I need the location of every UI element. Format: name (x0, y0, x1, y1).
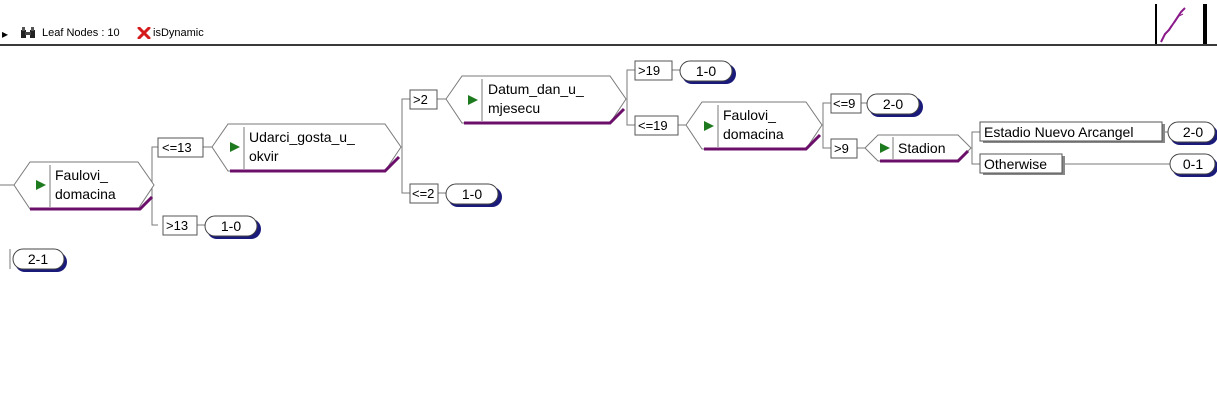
leaf-1-0[interactable]: 1-0 (204, 215, 261, 239)
tree-connectors (0, 69, 1170, 269)
red-x-icon[interactable] (137, 26, 151, 42)
leaf-text: 2-0 (1183, 124, 1203, 140)
leaf-nodes-label: Leaf Nodes : 10 (42, 27, 120, 39)
condition-text: <=13 (162, 140, 192, 155)
condition-text: >2 (413, 92, 428, 107)
leaf-1-0[interactable]: 1-0 (679, 60, 736, 84)
condition-le2: <=2 (409, 183, 439, 204)
branch-text: Estadio Nuevo Arcangel (984, 124, 1133, 140)
leaf-text: 2-1 (28, 251, 48, 267)
condition-text: <=9 (833, 96, 855, 111)
condition-text: >13 (166, 218, 188, 233)
leaf-text: 0-1 (1183, 156, 1203, 172)
leaf-text: 1-0 (696, 63, 716, 79)
decision-tree-canvas: Faulovi_ domacina <=13 >13 1-0 Udarci_go… (0, 47, 1217, 414)
binoculars-icon[interactable] (20, 27, 36, 42)
node-label-line2: okvir (249, 148, 279, 164)
toolbar: ▸ Leaf Nodes : 10 isDynamic (0, 0, 1217, 47)
node-label-line1: Udarci_gosta_u_ (249, 129, 355, 145)
leaf-text: 1-0 (221, 218, 241, 234)
node-label-line2: mjesecu (488, 100, 540, 116)
condition-gt13: >13 (162, 215, 198, 236)
condition-le19: <=19 (634, 115, 679, 136)
condition-text: >19 (638, 63, 660, 78)
condition-le13: <=13 (157, 137, 204, 158)
node-stadion[interactable]: Stadion (864, 134, 972, 163)
leaf-text: 1-0 (462, 186, 482, 202)
leaf-2-0[interactable]: 2-0 (1167, 121, 1217, 145)
decision-tree: Faulovi_ domacina <=13 >13 1-0 Udarci_go… (0, 60, 1217, 272)
condition-gt9: >9 (830, 138, 858, 159)
node-label-line1: Faulovi_ (55, 167, 108, 183)
leaf-text: 2-0 (883, 96, 903, 112)
is-dynamic-label: isDynamic (153, 27, 204, 39)
node-udarci-gosta-u-okvir[interactable]: Udarci_gosta_u_ okvir (211, 123, 402, 173)
condition-gt2: >2 (409, 89, 438, 110)
leaf-2-1[interactable]: 2-1 (12, 248, 67, 272)
node-datum-dan-u-mjesecu[interactable]: Datum_dan_u_ mjesecu (445, 75, 627, 125)
condition-text: <=2 (412, 186, 434, 201)
branch-estadio-nuevo-arcangel: Estadio Nuevo Arcangel (979, 121, 1165, 143)
node-label-line1: Datum_dan_u_ (488, 81, 584, 97)
toolbar-fragment: ▸ (2, 27, 9, 41)
node-label-line2: domacina (723, 126, 784, 142)
node-label-line2: domacina (55, 186, 116, 202)
leaf-1-0[interactable]: 1-0 (445, 183, 502, 207)
node-label-line1: Faulovi_ (723, 107, 776, 123)
node-label: Stadion (898, 140, 945, 156)
toolbar-separator (0, 44, 1217, 46)
leaf-2-0[interactable]: 2-0 (866, 93, 923, 117)
condition-text: <=19 (638, 118, 668, 133)
leaf-0-1[interactable]: 0-1 (1169, 153, 1217, 177)
tree-thumbnail-icon[interactable] (1155, 4, 1217, 46)
node-faulovi-domacina-root[interactable]: Faulovi_ domacina (13, 161, 155, 211)
condition-gt19: >19 (634, 60, 673, 81)
node-faulovi-domacina[interactable]: Faulovi_ domacina (685, 101, 823, 151)
condition-text: >9 (834, 141, 849, 156)
branch-text: Otherwise (984, 156, 1047, 172)
condition-le9: <=9 (830, 93, 862, 114)
branch-otherwise: Otherwise (979, 153, 1065, 175)
